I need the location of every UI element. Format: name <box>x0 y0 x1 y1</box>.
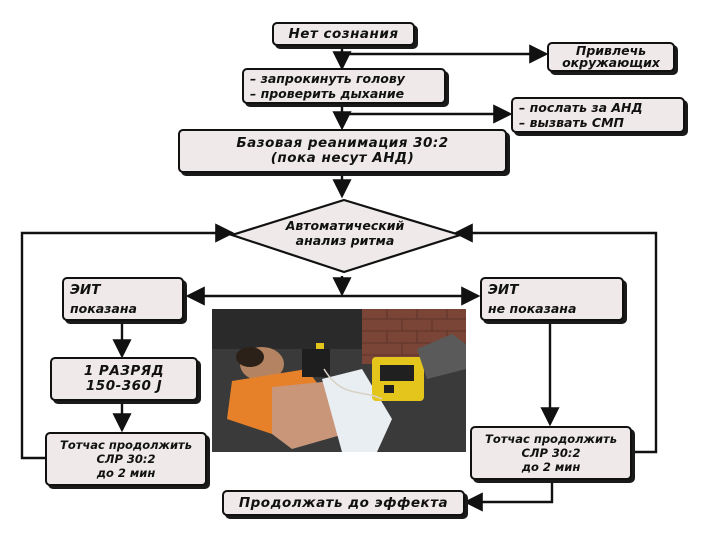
start-label: Нет сознания <box>288 25 399 42</box>
analysis-diamond <box>228 198 464 274</box>
shock-indicated-box: ЭИТ показана <box>62 277 184 321</box>
cpr-line1: Базовая реанимация 30:2 <box>236 135 449 151</box>
shock-not-indicated-line1: ЭИТ <box>488 282 519 298</box>
call-help-box: Привлечь окружающих <box>547 42 675 72</box>
cpr-box: Базовая реанимация 30:2 (пока несут АНД) <box>178 129 507 173</box>
shock-not-indicated-box: ЭИТ не показана <box>480 277 624 321</box>
continue-right-line2: СЛР 30:2 <box>521 446 581 460</box>
airway-line1: – запрокинуть голову <box>250 71 405 86</box>
continue-right-box: Тотчас продолжить СЛР 30:2 до 2 мин <box>470 426 632 480</box>
continue-right-line1: Тотчас продолжить <box>484 432 617 446</box>
loop-right-to-analysis <box>453 223 658 454</box>
continue-left-line3: до 2 мин <box>96 466 156 480</box>
shock-not-indicated-line2: не показана <box>488 301 577 316</box>
airway-box: – запрокинуть голову – проверить дыхание <box>242 68 446 104</box>
arrow-to-until-effect <box>463 478 554 512</box>
continue-left-box: Тотчас продолжить СЛР 30:2 до 2 мин <box>45 432 207 486</box>
until-effect-box: Продолжать до эффекта <box>222 490 465 516</box>
call-help-line2: окружающих <box>562 55 660 70</box>
call-help-line1: Привлечь <box>575 43 647 58</box>
send-box: – послать за АНД – вызвать СМП <box>511 97 685 133</box>
analysis-label: Автоматический анализ ритма <box>250 218 440 248</box>
one-shock-line1: 1 РАЗРЯД <box>83 363 165 379</box>
analysis-line1: Автоматический <box>285 218 405 233</box>
loop-left-to-analysis <box>20 223 235 460</box>
start-box: Нет сознания <box>272 22 415 46</box>
continue-left-line2: СЛР 30:2 <box>96 452 156 466</box>
airway-line2: – проверить дыхание <box>250 86 405 101</box>
cpr-line2: (пока несут АНД) <box>270 150 415 166</box>
aed-resuscitation-photo <box>212 309 466 452</box>
until-effect-label: Продолжать до эффекта <box>238 494 449 511</box>
continue-left-line1: Тотчас продолжить <box>59 438 192 452</box>
one-shock-line2: 150-360 J <box>85 378 163 394</box>
send-line2: – вызвать СМП <box>519 115 624 130</box>
shock-indicated-line1: ЭИТ <box>70 282 101 298</box>
one-shock-box: 1 РАЗРЯД 150-360 J <box>50 357 198 401</box>
continue-right-line3: до 2 мин <box>521 460 581 474</box>
send-line1: – послать за АНД <box>519 100 643 115</box>
analysis-line2: анализ ритма <box>295 233 395 248</box>
shock-indicated-line2: показана <box>70 301 137 316</box>
